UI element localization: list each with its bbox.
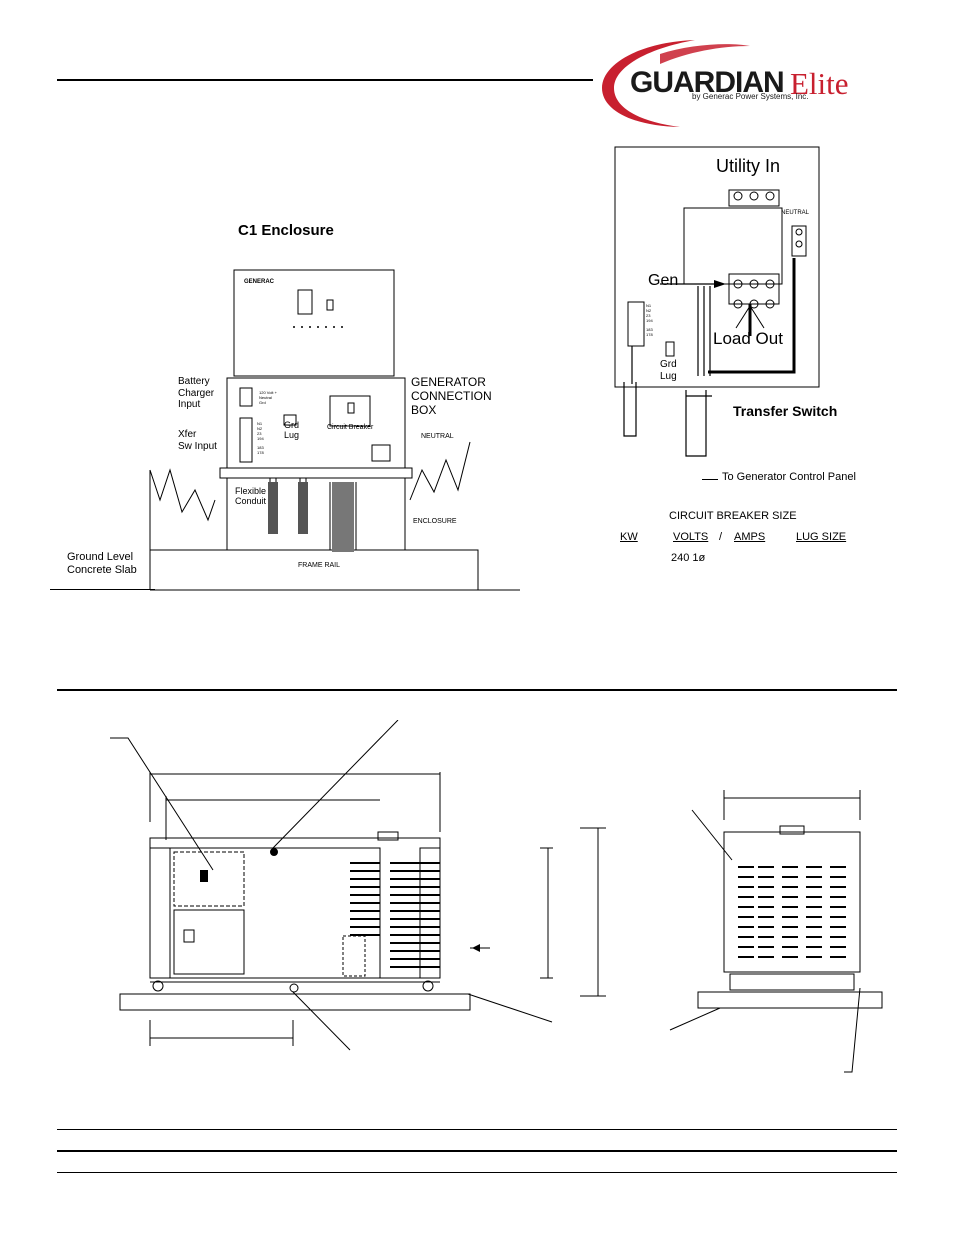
breaker-header-lug: LUG SIZE	[796, 531, 847, 543]
gen-connection-box-label: GENERATOR CONNECTION BOX	[411, 375, 492, 417]
transfer-switch-diagram	[614, 146, 820, 457]
ground-level-rule	[50, 589, 155, 590]
c1-grd-lug-label: Grd Lug	[284, 420, 300, 441]
load-out-label: Load Out	[713, 329, 783, 348]
breaker-header-amps: AMPS	[734, 531, 766, 543]
c1-enclosure-label: ENCLOSURE	[413, 518, 457, 525]
header-rule	[57, 79, 593, 81]
bottom-rule-2	[57, 1150, 897, 1152]
ground-level-label: Ground Level Concrete Slab	[67, 551, 137, 576]
xfer-sw-input-label: Xfer Sw Input	[178, 429, 217, 452]
section-rule	[57, 689, 897, 691]
c1-title: C1 Enclosure	[238, 222, 334, 239]
breaker-row-volts: 240 1ø	[671, 552, 706, 564]
c1-panel-brand: GENERAC	[244, 279, 275, 285]
breaker-header-volts: VOLTS	[673, 531, 709, 543]
frame-rail-label: FRAME RAIL	[298, 562, 341, 569]
logo-brand: GUARDIAN	[630, 66, 785, 99]
c1-enclosure-diagram	[50, 260, 530, 600]
front-elevation-drawing	[88, 719, 628, 1060]
battery-charger-input-label: Battery Charger Input	[178, 376, 215, 410]
bottom-rule-1	[57, 1129, 897, 1130]
breaker-header-sep: /	[719, 531, 723, 543]
c1-terminal-labels: N1 N2 23 194 183 178	[257, 421, 264, 455]
bottom-rule-3	[57, 1172, 897, 1173]
c1-circuit-breaker-label: Circuit Breaker	[327, 424, 374, 431]
to-control-panel-leader	[702, 479, 718, 480]
side-elevation-drawing	[668, 780, 888, 1080]
guardian-elite-logo: GUARDIAN Elite by Generac Power Systems,…	[600, 36, 860, 128]
logo-swoosh-icon	[602, 40, 750, 127]
flexible-conduit-label: Flexible Conduit	[235, 486, 267, 507]
logo-brand-suffix: Elite	[790, 66, 849, 101]
ts-neutral-label: NEUTRAL	[781, 210, 810, 216]
transfer-switch-title: Transfer Switch	[733, 403, 838, 419]
gen-label: Gen	[648, 272, 679, 289]
utility-in-label: Utility In	[716, 156, 781, 176]
logo-tagline: by Generac Power Systems, Inc.	[692, 92, 809, 101]
c1-terminal-labels-top: 120 Volt + Neutral Grd	[259, 390, 277, 405]
breaker-table-title: CIRCUIT BREAKER SIZE	[669, 510, 797, 522]
ts-terminal-labels: N1 N2 23 194 183 178	[646, 303, 653, 337]
breaker-header-kw: KW	[620, 531, 638, 543]
ts-grd-lug-label: Grd Lug	[660, 359, 677, 382]
c1-neutral-label: NEUTRAL	[421, 433, 454, 440]
to-control-panel-label: To Generator Control Panel	[722, 471, 856, 483]
